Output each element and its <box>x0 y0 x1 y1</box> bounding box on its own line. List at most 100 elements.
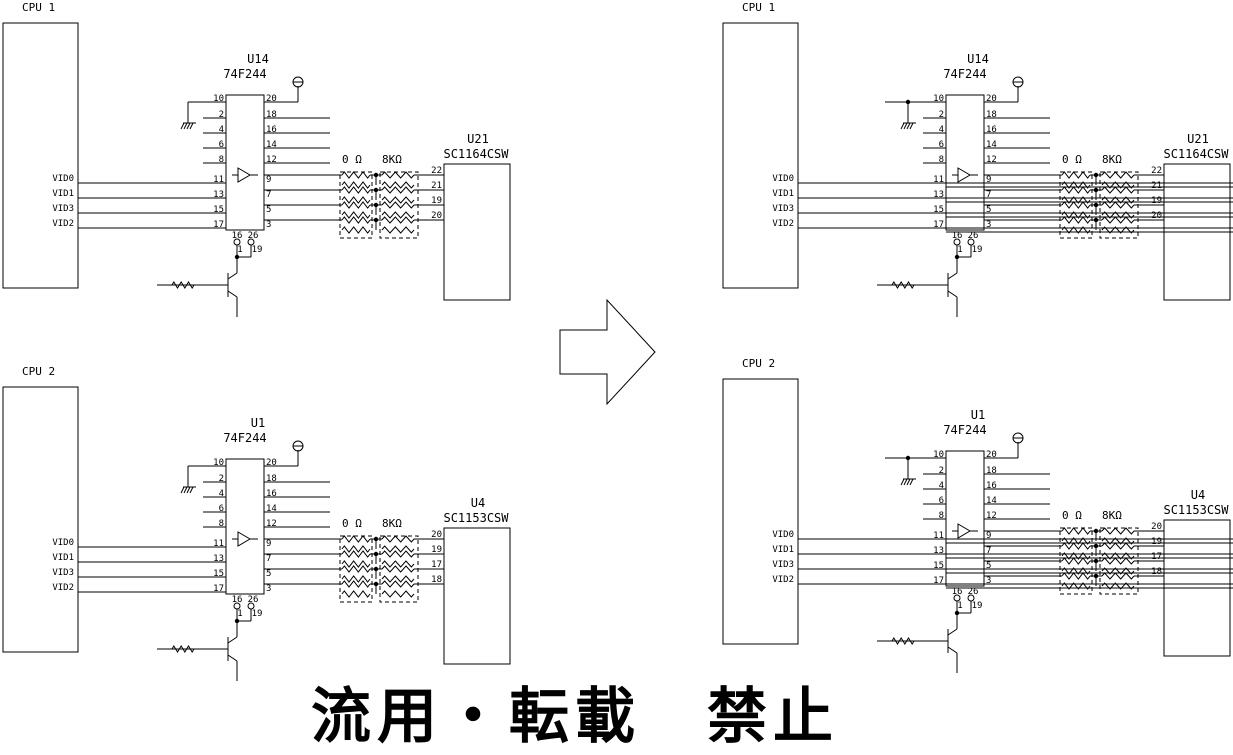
dest-chip-part: SC1153CSW <box>1163 503 1229 517</box>
resistor-8k <box>381 575 415 583</box>
pin-number: 14 <box>986 140 997 150</box>
transistor-symbol <box>947 272 958 280</box>
pin-number: 3 <box>986 220 991 230</box>
buffer-symbol <box>957 167 971 183</box>
ground-symbol <box>189 486 194 494</box>
chip-part: 74F244 <box>223 67 266 81</box>
pin-number: 13 <box>933 190 944 200</box>
pin-number: 14 <box>266 504 277 514</box>
pin-number: 20 <box>266 94 277 104</box>
resistor-0ohm <box>341 181 371 189</box>
transistor-symbol <box>227 636 238 644</box>
ground-symbol <box>180 486 185 494</box>
dest-chip-ref: U4 <box>1191 488 1205 502</box>
cpu-box <box>722 22 799 289</box>
resistor-0ohm <box>1061 186 1091 194</box>
dest-chip-part: SC1153CSW <box>443 511 509 525</box>
resistor-8k <box>381 196 415 204</box>
resistor-8k <box>1101 572 1135 580</box>
resistor-0ohm <box>1061 582 1091 590</box>
resistor-8k <box>1101 542 1135 550</box>
pin-number: 19 <box>972 245 983 255</box>
transistor-symbol <box>947 646 958 654</box>
pin-number: 13 <box>213 554 224 564</box>
pin-number: 13 <box>213 190 224 200</box>
signal-name: VID1 <box>52 553 74 563</box>
resistor-value-label: 0 Ω <box>342 153 362 166</box>
buffer-symbol <box>237 167 251 183</box>
buffer-chip <box>945 94 985 231</box>
pin-number: 8 <box>219 155 224 165</box>
pin-number: 7 <box>266 190 271 200</box>
resistor-0ohm <box>1061 572 1091 580</box>
dest-chip-ref: U21 <box>467 132 489 146</box>
pin-number: 8 <box>939 511 944 521</box>
ground-symbol <box>903 478 908 486</box>
signal-name: VID0 <box>772 174 794 184</box>
ground-symbol <box>900 122 905 130</box>
resistor-0ohm <box>341 171 371 179</box>
chip-ref: U14 <box>967 52 989 66</box>
dest-pin-number: 17 <box>431 560 442 570</box>
pin-number: 3 <box>266 220 271 230</box>
resistor-8k <box>1101 557 1135 565</box>
resistor-0ohm <box>1061 201 1091 209</box>
chip-ref: U1 <box>251 416 265 430</box>
dest-chip-ref: U4 <box>471 496 485 510</box>
ground-symbol <box>183 486 188 494</box>
resistor-8k <box>381 171 415 179</box>
ground-symbol <box>903 122 908 130</box>
pin-number: 26 <box>248 595 259 605</box>
pin-number: 9 <box>266 539 271 549</box>
buffer-symbol <box>237 531 251 547</box>
chip-part: 74F244 <box>943 423 986 437</box>
pin-number: 12 <box>986 155 997 165</box>
signal-name: VID0 <box>772 530 794 540</box>
chip-part: 74F244 <box>943 67 986 81</box>
pin-number: 17 <box>213 584 224 594</box>
pin-number: 1 <box>957 601 962 611</box>
pin-number: 15 <box>933 205 944 215</box>
cpu-box <box>722 378 799 645</box>
pin-number: 11 <box>933 175 944 185</box>
pin-number: 16 <box>266 489 277 499</box>
resistor-0ohm <box>341 560 371 568</box>
pin-number: 9 <box>986 531 991 541</box>
pin-number: 3 <box>266 584 271 594</box>
transistor-symbol <box>947 628 958 636</box>
pin-number: 1 <box>237 609 242 619</box>
pin-number: 14 <box>986 496 997 506</box>
dest-pin-number: 19 <box>1151 537 1162 547</box>
resistor-0ohm <box>1061 226 1091 234</box>
resistor-0ohm <box>1061 211 1091 219</box>
pin-number: 18 <box>266 110 277 120</box>
transistor-symbol <box>227 272 238 280</box>
pin-number: 17 <box>933 576 944 586</box>
resistor-8k <box>381 186 415 194</box>
resistor-0ohm <box>1061 552 1091 560</box>
resistor-8k <box>1101 181 1135 189</box>
pin-number: 18 <box>986 466 997 476</box>
transistor-symbol <box>227 290 238 298</box>
dest-pin-number: 18 <box>431 575 442 585</box>
cpu-box <box>2 386 79 653</box>
resistor-8k <box>1101 171 1135 179</box>
pin-number: 4 <box>219 489 224 499</box>
pin-number: 2 <box>219 474 224 484</box>
resistor-0ohm <box>341 226 371 234</box>
dest-chip-ref: U21 <box>1187 132 1209 146</box>
pin-number: 20 <box>986 94 997 104</box>
cpu-label: CPU 1 <box>742 1 775 14</box>
dest-pin-number: 20 <box>431 530 442 540</box>
resistor-value-label: 0 Ω <box>342 517 362 530</box>
pin-number: 17 <box>933 220 944 230</box>
pin-number: 1 <box>957 245 962 255</box>
pin-number: 6 <box>219 504 224 514</box>
signal-name: VID0 <box>52 538 74 548</box>
resistor-8k <box>1101 211 1135 219</box>
pin-number: 7 <box>986 190 991 200</box>
pin-number: 2 <box>939 466 944 476</box>
buffer-symbol <box>957 523 971 539</box>
